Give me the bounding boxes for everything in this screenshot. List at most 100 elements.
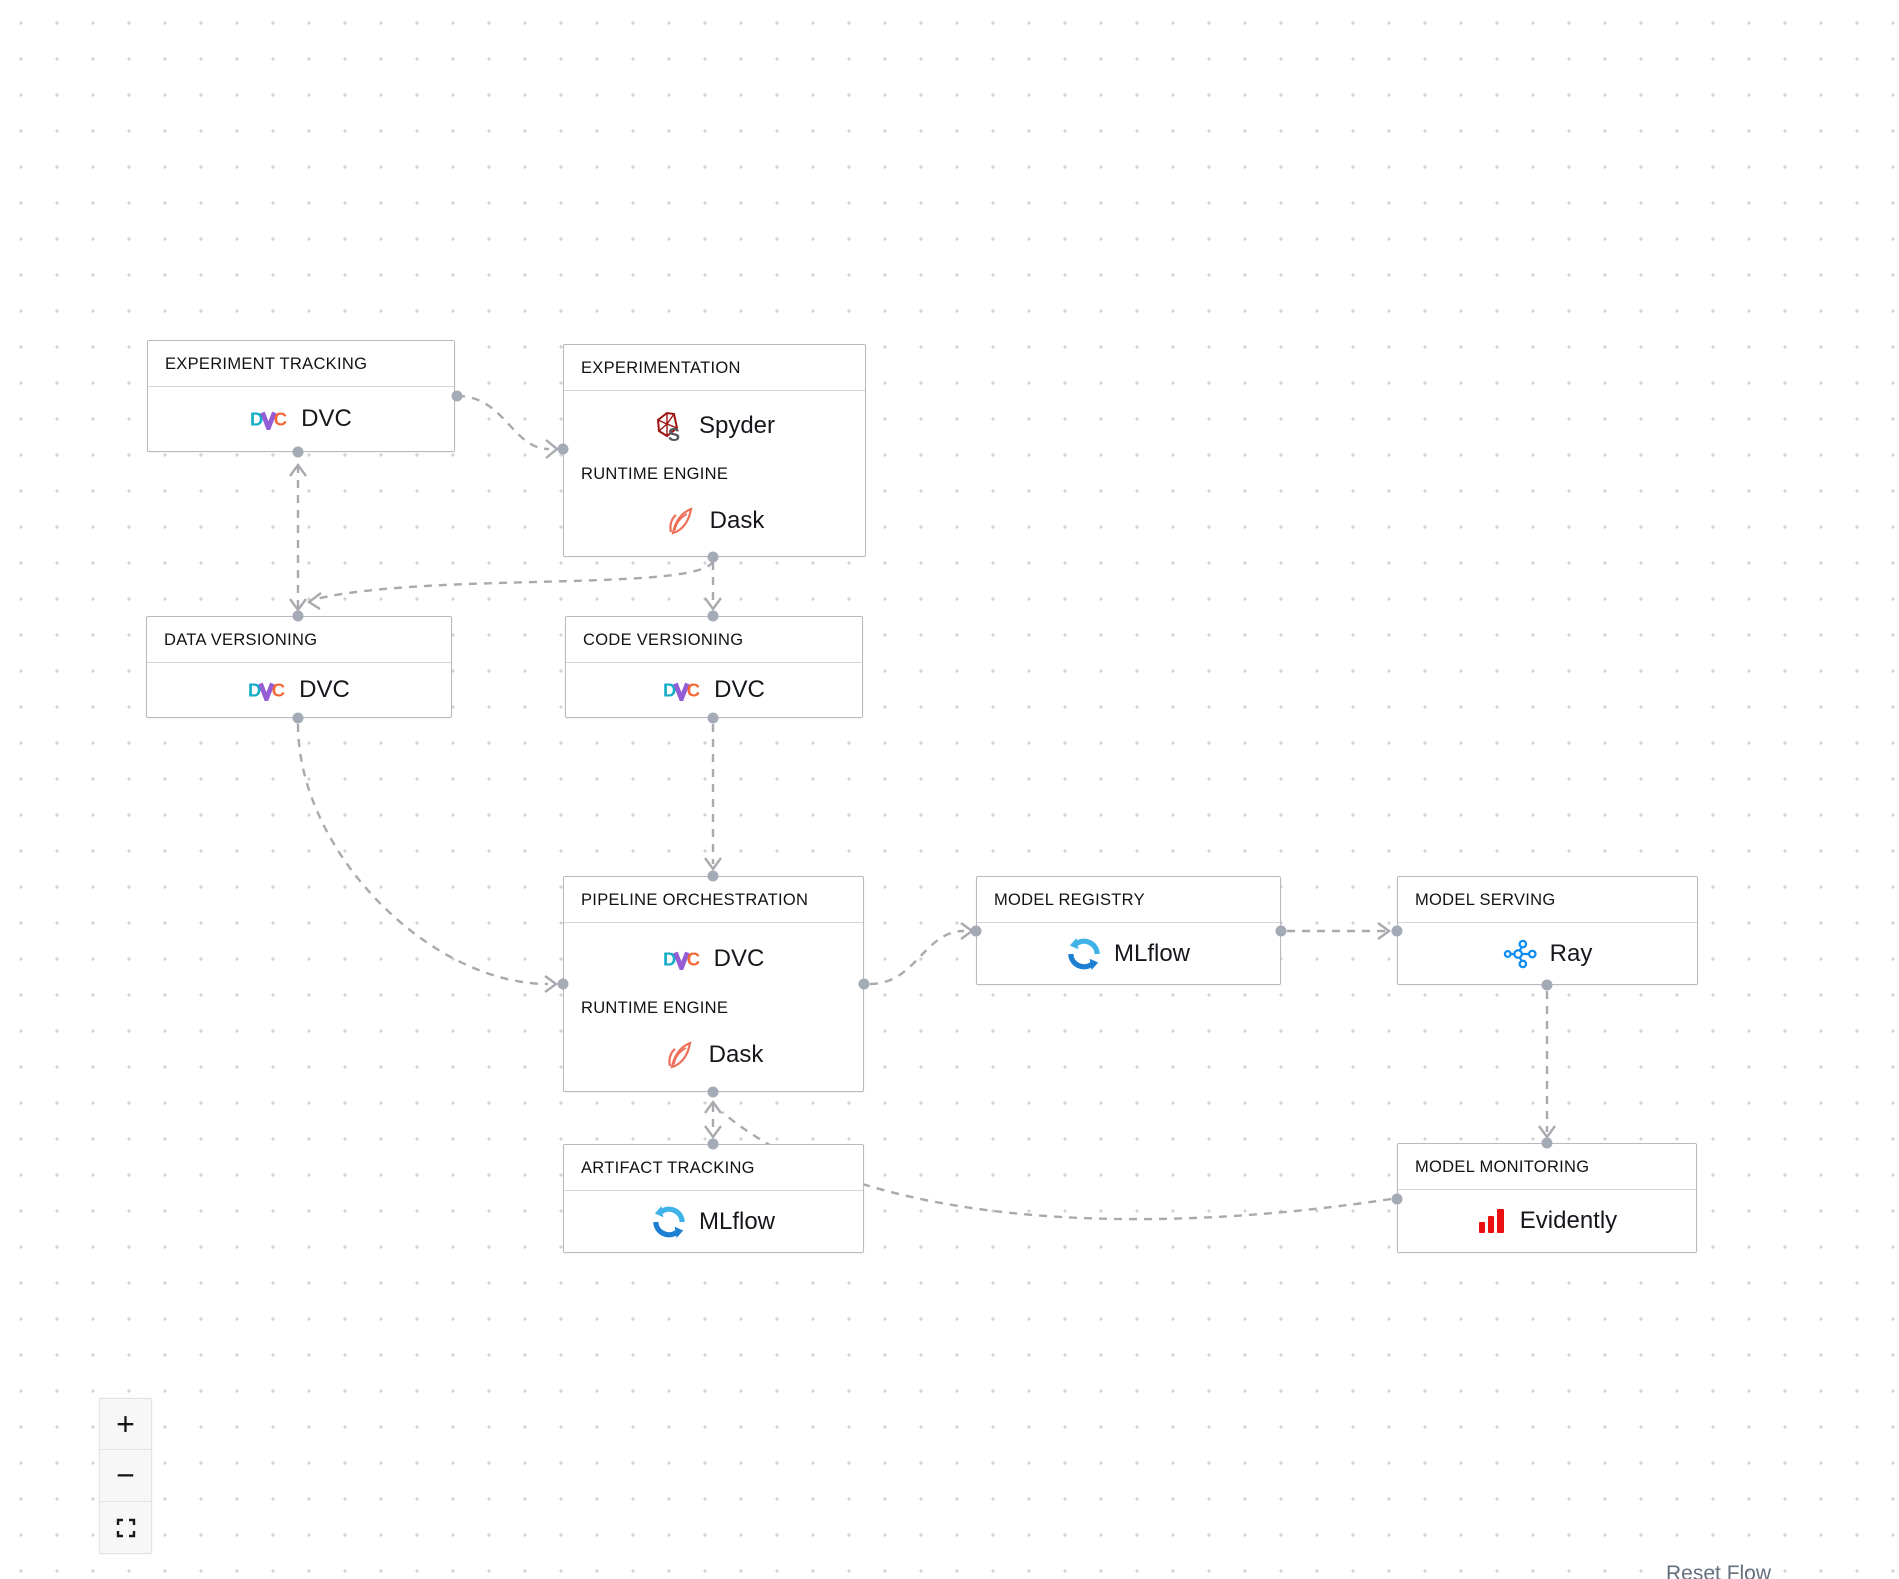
handle-model-registry-left[interactable] xyxy=(970,925,982,937)
tool-row: D C DVC xyxy=(564,923,863,995)
node-experiment-tracking[interactable]: EXPERIMENT TRACKING D C DVC xyxy=(147,340,455,452)
edge-code-versioning-to-pipeline-orchestration[interactable] xyxy=(704,724,722,872)
edge-model-serving-to-model-monitoring[interactable] xyxy=(1538,991,1556,1140)
handle-model-serving-left[interactable] xyxy=(1391,925,1403,937)
svg-text:C: C xyxy=(686,948,699,969)
handle-code-versioning-bottom[interactable] xyxy=(707,712,719,724)
node-category-label: EXPERIMENTATION xyxy=(564,345,865,391)
edge-experimentation-to-data-versioning[interactable] xyxy=(306,560,715,611)
tool-name: DVC xyxy=(299,676,350,703)
handle-model-monitoring-top[interactable] xyxy=(1541,1137,1553,1149)
tool-name: MLflow xyxy=(1113,939,1191,967)
tool-name: DVC xyxy=(714,676,765,703)
handle-code-versioning-top[interactable] xyxy=(707,610,719,622)
tool-name: DVC xyxy=(301,405,352,432)
node-data-versioning[interactable]: DATA VERSIONING D C DVC xyxy=(146,616,452,718)
tool-row: MLflow xyxy=(564,1191,863,1252)
zoom-out-button[interactable]: − xyxy=(99,1450,152,1502)
node-code-versioning[interactable]: CODE VERSIONING D C DVC xyxy=(565,616,863,718)
node-model-registry[interactable]: MODEL REGISTRY MLflow xyxy=(976,876,1281,985)
edge-model-monitoring-to-pipeline-orchestration[interactable] xyxy=(704,1099,1392,1221)
node-artifact-tracking[interactable]: ARTIFACT TRACKING MLflow xyxy=(563,1144,864,1253)
tool-name: Evidently xyxy=(1519,1207,1618,1234)
tool-name: MLflow xyxy=(698,1207,776,1235)
svg-text:S: S xyxy=(668,425,680,442)
node-pipeline-orchestration[interactable]: PIPELINE ORCHESTRATION D C DVC RUNTIME E… xyxy=(563,876,864,1092)
edge-experiment-tracking-to-data-versioning[interactable] xyxy=(289,598,307,613)
tool-name: DVC xyxy=(713,944,765,972)
edge-experiment-tracking-to-experimentation[interactable] xyxy=(456,394,559,459)
tool-name: Ray xyxy=(1549,939,1593,967)
runtime-engine-label: RUNTIME ENGINE xyxy=(581,465,729,483)
node-category-label: EXPERIMENT TRACKING xyxy=(148,341,454,387)
svg-text:D: D xyxy=(248,680,261,701)
handle-pipeline-orchestration-right[interactable] xyxy=(858,978,870,990)
handle-model-registry-right[interactable] xyxy=(1275,925,1287,937)
mlflow-icon xyxy=(1067,937,1101,971)
tool-row: Ray xyxy=(1398,923,1697,984)
node-experimentation[interactable]: EXPERIMENTATION S Spyder RUNTIME ENGINE xyxy=(563,344,866,557)
dvc-icon: D C xyxy=(250,408,288,430)
node-category-label: MODEL MONITORING xyxy=(1398,1144,1696,1190)
edge-pipeline-orchestration-to-artifact-tracking[interactable] xyxy=(704,1104,722,1140)
node-category-label: DATA VERSIONING xyxy=(147,617,451,663)
svg-text:D: D xyxy=(250,409,263,430)
fit-view-icon xyxy=(116,1518,136,1538)
spyder-icon: S xyxy=(654,410,686,442)
handle-data-versioning-bottom[interactable] xyxy=(292,712,304,724)
reset-flow-button[interactable]: Reset Flow xyxy=(1660,1561,1777,1579)
ray-icon xyxy=(1503,937,1537,971)
canvas-controls: + − xyxy=(99,1398,152,1554)
mlflow-icon xyxy=(652,1205,686,1239)
handle-experiment-tracking-right[interactable] xyxy=(451,390,463,402)
handle-experiment-tracking-bottom[interactable] xyxy=(292,446,304,458)
node-category-label: MODEL REGISTRY xyxy=(977,877,1280,923)
svg-text:D: D xyxy=(663,680,676,701)
runtime-engine-label: RUNTIME ENGINE xyxy=(581,998,729,1017)
tool-row: Evidently xyxy=(1398,1190,1696,1252)
tool-name: Dask xyxy=(708,1041,764,1069)
dvc-icon: D C xyxy=(248,679,286,701)
handle-model-serving-bottom[interactable] xyxy=(1541,979,1553,991)
node-category-label: CODE VERSIONING xyxy=(566,617,862,663)
minus-icon: − xyxy=(116,1457,135,1493)
handle-model-monitoring-left[interactable] xyxy=(1391,1193,1403,1205)
tool-row: D C DVC xyxy=(147,663,451,717)
dask-icon xyxy=(665,505,697,537)
fit-view-button[interactable] xyxy=(99,1502,152,1554)
svg-text:C: C xyxy=(274,409,287,430)
node-model-serving[interactable]: MODEL SERVING xyxy=(1397,876,1698,985)
edge-data-versioning-to-pipeline-orchestration[interactable] xyxy=(296,723,559,993)
handle-artifact-tracking-top[interactable] xyxy=(707,1138,719,1150)
edge-data-versioning-to-experiment-tracking[interactable] xyxy=(289,462,307,608)
tool-row: S Spyder xyxy=(564,391,865,461)
handle-experimentation-bottom[interactable] xyxy=(707,551,719,563)
tool-row: Dask xyxy=(564,1020,863,1092)
svg-text:C: C xyxy=(687,680,700,701)
tool-name: Spyder xyxy=(698,412,776,439)
dvc-icon: D C xyxy=(663,948,701,970)
handle-pipeline-orchestration-bottom[interactable] xyxy=(707,1086,719,1098)
edge-model-registry-to-model-serving[interactable] xyxy=(1287,922,1392,940)
plus-icon: + xyxy=(116,1405,135,1442)
handle-pipeline-orchestration-left[interactable] xyxy=(557,978,569,990)
tool-row: Dask xyxy=(564,486,865,556)
edge-experimentation-to-code-versioning[interactable] xyxy=(704,562,722,612)
tool-name: Dask xyxy=(709,507,765,534)
evidently-icon xyxy=(1477,1206,1507,1236)
dvc-icon: D C xyxy=(663,679,701,701)
zoom-in-button[interactable]: + xyxy=(99,1398,152,1450)
node-category-label: PIPELINE ORCHESTRATION xyxy=(564,877,863,923)
handle-data-versioning-top[interactable] xyxy=(292,610,304,622)
dask-icon xyxy=(664,1039,696,1071)
node-model-monitoring[interactable]: MODEL MONITORING Evidently xyxy=(1397,1143,1697,1253)
node-category-label: MODEL SERVING xyxy=(1398,877,1697,923)
tool-row: D C DVC xyxy=(566,663,862,717)
handle-pipeline-orchestration-top[interactable] xyxy=(707,870,719,882)
handle-experimentation-left[interactable] xyxy=(557,443,569,455)
tool-row: MLflow xyxy=(977,923,1280,984)
svg-text:D: D xyxy=(663,948,676,969)
edge-pipeline-orchestration-to-model-registry[interactable] xyxy=(869,922,975,986)
